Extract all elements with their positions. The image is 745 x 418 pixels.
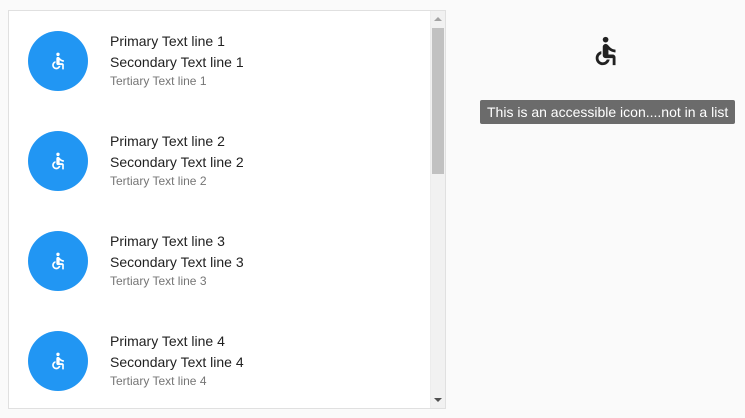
primary-text: Primary Text line 3 [110, 233, 225, 249]
accessible-icon [48, 351, 68, 371]
arrow-up-icon [434, 17, 442, 21]
tertiary-text: Tertiary Text line 2 [110, 174, 207, 188]
secondary-text: Secondary Text line 3 [110, 254, 244, 270]
tooltip: This is an accessible icon....not in a l… [480, 100, 736, 124]
list-item[interactable]: Primary Text line 4 Secondary Text line … [9, 311, 430, 408]
accessible-icon [48, 151, 68, 171]
tertiary-text: Tertiary Text line 1 [110, 74, 207, 88]
avatar [28, 331, 88, 391]
primary-text: Primary Text line 1 [110, 33, 225, 49]
accessible-icon[interactable] [592, 30, 626, 72]
secondary-text: Secondary Text line 2 [110, 154, 244, 170]
primary-text: Primary Text line 2 [110, 133, 225, 149]
avatar [28, 231, 88, 291]
tertiary-text: Tertiary Text line 3 [110, 274, 207, 288]
list-item[interactable]: Primary Text line 2 Secondary Text line … [9, 111, 430, 211]
avatar [28, 31, 88, 91]
scroll-down-button[interactable] [431, 392, 445, 408]
scroll-up-button[interactable] [431, 11, 445, 27]
secondary-text: Secondary Text line 1 [110, 54, 244, 70]
vertical-scrollbar[interactable] [430, 11, 445, 408]
tertiary-text: Tertiary Text line 4 [110, 374, 207, 388]
list-item[interactable]: Primary Text line 3 Secondary Text line … [9, 211, 430, 311]
scrollbar-thumb[interactable] [432, 28, 444, 174]
secondary-text: Secondary Text line 4 [110, 354, 244, 370]
accessible-icon [48, 51, 68, 71]
avatar [28, 131, 88, 191]
list-item[interactable]: Primary Text line 1 Secondary Text line … [9, 11, 430, 111]
list: Primary Text line 1 Secondary Text line … [9, 11, 430, 408]
arrow-down-icon [434, 398, 442, 402]
accessible-icon [48, 251, 68, 271]
list-container[interactable]: Primary Text line 1 Secondary Text line … [8, 10, 446, 409]
primary-text: Primary Text line 4 [110, 333, 225, 349]
